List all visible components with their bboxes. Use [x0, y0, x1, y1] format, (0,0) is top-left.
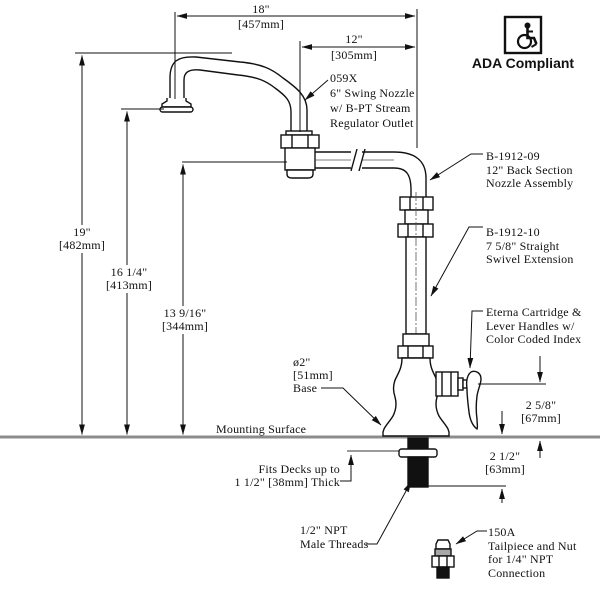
dim-outlet-height-mm: [413mm] [103, 278, 155, 293]
swing-nozzle [159, 56, 308, 133]
ada-compliant-label: ADA Compliant [471, 55, 575, 71]
dim-back-section-inches: 12" [345, 32, 363, 46]
callout-swing-nozzle: 059X 6" Swing Nozzle w/ B-PT Stream Regu… [330, 71, 415, 131]
callout-swivel-extension: B-1912-10 7 5/8" Straight Swivel Extensi… [486, 225, 574, 267]
dim-overall-height-mm: [482mm] [56, 238, 108, 253]
dim-outlet-height-inches: 16 1/4" [108, 265, 150, 280]
dim-handle-height-mm: [67mm] [521, 411, 561, 425]
callout-deck-thickness: Fits Decks up to 1 1/2" [38mm] Thick [200, 463, 340, 489]
dim-back-section-mm: [305mm] [330, 48, 378, 62]
callout-line: 1/2" NPT [300, 523, 348, 537]
callout-line: Eterna Cartridge & [486, 305, 582, 319]
callout-line: 059X [330, 71, 358, 85]
callout-line: ø2" [293, 355, 311, 369]
callout-line: Fits Decks up to [258, 462, 340, 476]
wheelchair-icon [516, 22, 538, 50]
dim-reach-inches: 18" [252, 2, 270, 16]
callout-line: B-1912-09 [486, 149, 540, 163]
mounting-surface-line [0, 435, 600, 452]
callout-line: Male Threads [300, 537, 369, 551]
tailpiece-part [431, 539, 455, 579]
callout-tailpiece: 150A Tailpiece and Nut for 1/4" NPT Conn… [488, 525, 577, 580]
callout-line: Lever Handles w/ [486, 318, 575, 333]
callout-line: 6" Swing Nozzle [330, 86, 415, 100]
callout-line: for 1/4" NPT [488, 552, 554, 566]
back-section-tube [315, 148, 427, 197]
faucet-base [382, 357, 450, 437]
dim-swivel-height-mm: [344mm] [159, 319, 211, 334]
callout-base: ø2" [51mm] Base [293, 356, 333, 395]
dim-overall-height-inches: 19" [71, 225, 93, 240]
ada-badge [503, 15, 543, 55]
callout-line: Tailpiece and Nut [488, 538, 577, 553]
callout-line: Color Coded Index [486, 332, 582, 346]
dim-shank-length-inches: 2 1/2" [489, 449, 521, 463]
callout-line: B-1912-10 [486, 225, 540, 239]
callout-line: Swivel Extension [486, 252, 574, 266]
shank [398, 437, 438, 488]
callout-line: 12" Back Section [486, 162, 573, 177]
callout-line: Regulator Outlet [330, 116, 414, 130]
dim-swivel-height-inches: 13 9/16" [161, 306, 209, 321]
callout-npt-threads: 1/2" NPT Male Threads [300, 523, 369, 551]
callout-line: Nozzle Assembly [486, 176, 574, 190]
faucet-body [159, 56, 482, 579]
callout-line: Connection [488, 565, 546, 580]
callout-line: 150A [488, 525, 516, 539]
callout-line: Base [293, 381, 318, 395]
dimension-lines [75, 9, 546, 503]
swivel-joint [280, 130, 320, 179]
callout-line: 1 1/2" [38mm] Thick [234, 475, 340, 489]
callout-back-section: B-1912-09 12" Back Section Nozzle Assemb… [486, 149, 574, 191]
lever-handle [435, 370, 482, 431]
dim-shank-length-mm: [63mm] [485, 462, 525, 476]
dim-handle-height-inches: 2 5/8" [525, 398, 557, 412]
callout-line: w/ B-PT Stream [330, 101, 411, 115]
mounting-surface-label: Mounting Surface [216, 422, 307, 436]
callout-line: 7 5/8" Straight [486, 238, 560, 253]
callout-line: [51mm] [293, 368, 333, 382]
callout-cartridge: Eterna Cartridge & Lever Handles w/ Colo… [486, 305, 582, 347]
swivel-extension-column [397, 192, 434, 359]
leader-lines [304, 79, 487, 545]
dim-reach-mm: [457mm] [237, 17, 285, 31]
